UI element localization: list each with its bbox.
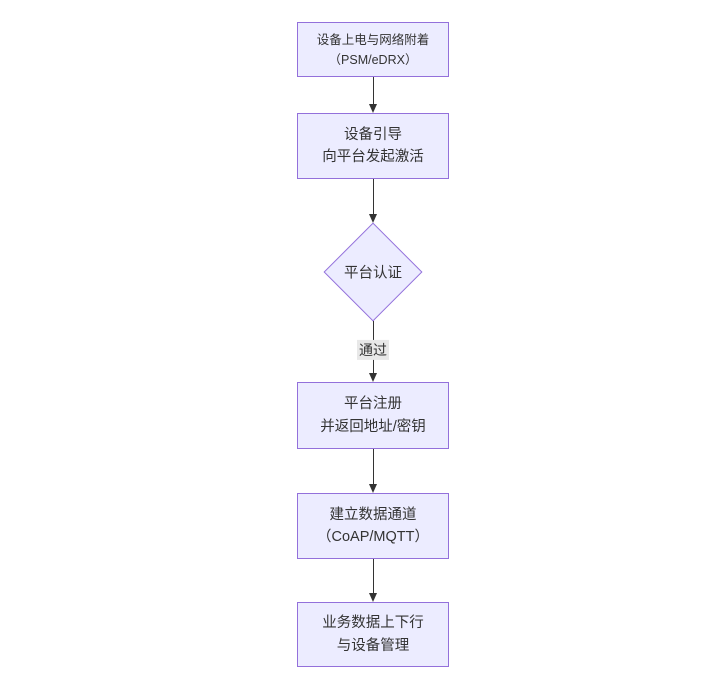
node-register-line1: 平台注册 [344,396,402,413]
node-register: 平台注册 并返回地址/密钥 [297,382,449,449]
arrow-shaft [372,559,374,594]
node-data-channel: 建立数据通道 （CoAP/MQTT） [297,493,449,559]
arrowhead-down-icon [368,484,377,493]
node-business: 业务数据上下行 与设备管理 [297,602,449,667]
arrow-shaft [372,449,374,485]
node-platform-auth-label: 平台认证 [344,265,402,282]
arrowhead-down-icon [368,593,377,602]
arrowhead-down-icon [368,214,377,223]
node-data-channel-line2: （CoAP/MQTT） [317,529,429,545]
node-business-line1: 业务数据上下行 [322,615,424,632]
arrowhead-down-icon [368,104,377,113]
node-bootstrap: 设备引导 向平台发起激活 [297,113,449,179]
node-bootstrap-line1: 设备引导 [344,126,402,143]
node-business-line2: 与设备管理 [336,637,410,654]
arrowhead-down-icon [368,373,377,382]
node-register-line2: 并返回地址/密钥 [320,418,426,435]
node-data-channel-line1: 建立数据通道 [329,506,417,523]
node-power-attach-line2: （PSM/eDRX） [328,52,418,67]
arrow-shaft [372,77,374,105]
arrow-shaft [372,179,374,215]
node-power-attach-line1: 设备上电与网络附着 [316,32,430,47]
node-power-attach: 设备上电与网络附着 （PSM/eDRX） [297,22,449,77]
node-bootstrap-line2: 向平台发起激活 [322,149,424,165]
edge-label-pass: 通过 [357,339,389,361]
